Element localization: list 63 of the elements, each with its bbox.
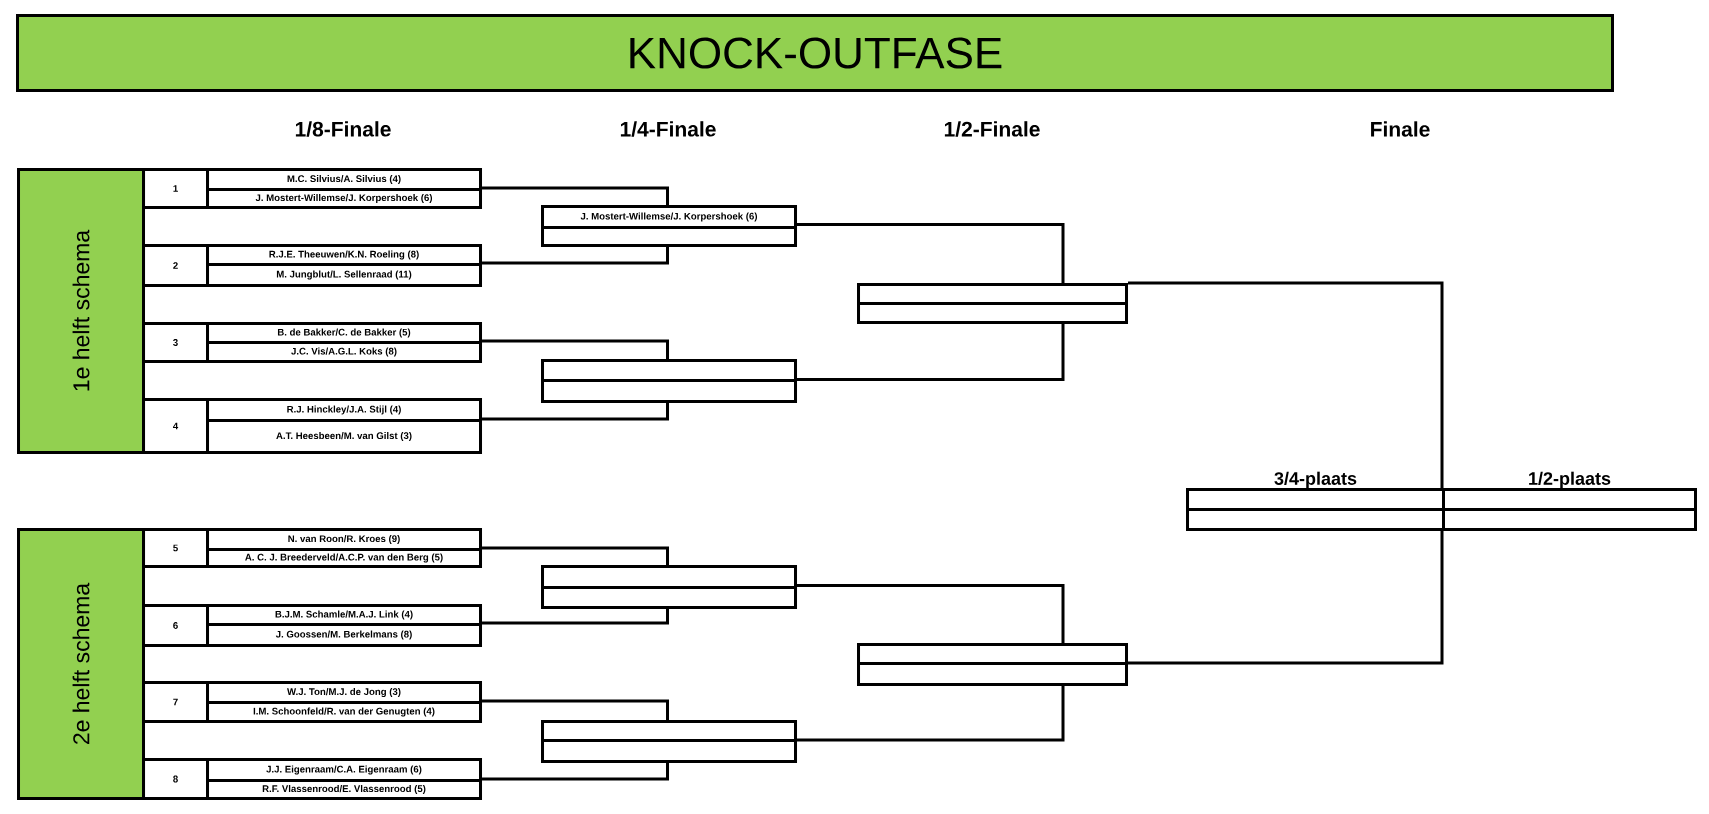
match-number-cell: 6 xyxy=(142,604,209,647)
empty-slot xyxy=(857,662,1128,686)
bracket-line xyxy=(482,609,669,625)
team-cell: J.C. Vis/A.G.L. Koks (8) xyxy=(206,341,482,363)
empty-slot xyxy=(1186,488,1445,511)
round-heading: 1/4-Finale xyxy=(620,121,716,137)
empty-slot xyxy=(857,643,1128,665)
empty-slot xyxy=(857,302,1128,324)
team-cell: J. Goossen/M. Berkelmans (8) xyxy=(206,623,482,647)
match-number-cell: 7 xyxy=(142,681,209,723)
team-cell: M.C. Silvius/A. Silvius (4) xyxy=(206,168,482,191)
match-number-cell: 3 xyxy=(142,322,209,363)
node-label: 3/4-plaats xyxy=(1274,471,1357,489)
team-cell: R.J. Hinckley/J.A. Stijl (4) xyxy=(206,398,482,422)
match-number-cell: 5 xyxy=(142,528,209,568)
match-number-cell: 4 xyxy=(142,398,209,454)
bracket-line xyxy=(482,763,669,781)
bracket-line xyxy=(482,339,669,359)
match-number-cell: 1 xyxy=(142,168,209,209)
team-cell: A. C. J. Breederveld/A.C.P. van den Berg (5) xyxy=(206,548,482,568)
bracket-line xyxy=(482,186,669,205)
bracket-line xyxy=(482,699,669,720)
empty-slot xyxy=(541,565,797,589)
bracket-line xyxy=(1128,281,1444,488)
empty-slot xyxy=(857,283,1128,305)
round-heading: 1/8-Finale xyxy=(295,121,391,137)
node-label: 1/2-plaats xyxy=(1529,471,1611,489)
side-label-band: 2e helft schema xyxy=(17,528,145,800)
team-cell: B. de Bakker/C. de Bakker (5) xyxy=(206,322,482,344)
team-cell: R.F. Vlassenrood/E. Vlassenrood (5) xyxy=(206,779,482,800)
empty-slot xyxy=(541,359,797,382)
bracket-line xyxy=(482,403,669,421)
bracket-line xyxy=(1128,531,1444,665)
team-cell: I.M. Schoonfeld/R. van der Genugten (4) xyxy=(206,701,482,723)
empty-slot xyxy=(541,586,797,609)
team-cell: R.J.E. Theeuwen/K.N. Roeling (8) xyxy=(206,244,482,266)
side-label-band: 1e helft schema xyxy=(17,168,145,454)
round-heading: Finale xyxy=(1371,121,1430,137)
team-cell: J. Mostert-Willemse/J. Korpershoek (6) xyxy=(206,188,482,209)
bracket-line xyxy=(482,247,669,265)
team-cell: J.J. Eigenraam/C.A. Eigenraam (6) xyxy=(206,758,482,782)
team-cell: B.J.M. Schamle/M.A.J. Link (4) xyxy=(206,604,482,626)
bracket-line xyxy=(797,324,1065,381)
empty-slot xyxy=(541,379,797,403)
team-cell: J. Mostert-Willemse/J. Korpershoek (6) xyxy=(541,205,797,229)
match-number-cell: 8 xyxy=(142,758,209,800)
bracket-line xyxy=(797,223,1065,283)
round-heading: 1/2-Finale xyxy=(944,121,1040,137)
team-cell: W.J. Ton/M.J. de Jong (3) xyxy=(206,681,482,704)
bracket-line xyxy=(797,584,1065,643)
empty-slot xyxy=(1186,508,1445,531)
title-bar: KNOCK-OUTFASE xyxy=(16,14,1614,92)
empty-slot xyxy=(541,226,797,247)
empty-slot xyxy=(541,739,797,763)
empty-slot xyxy=(541,720,797,742)
bracket-line xyxy=(482,546,669,565)
team-cell: N. van Roon/R. Kroes (9) xyxy=(206,528,482,551)
team-cell: M. Jungblut/L. Sellenraad (11) xyxy=(206,263,482,287)
team-cell: A.T. Heesbeen/M. van Gilst (3) xyxy=(206,419,482,454)
empty-slot xyxy=(1442,488,1697,511)
match-number-cell: 2 xyxy=(142,244,209,287)
bracket-line xyxy=(797,686,1065,742)
empty-slot xyxy=(1442,508,1697,531)
